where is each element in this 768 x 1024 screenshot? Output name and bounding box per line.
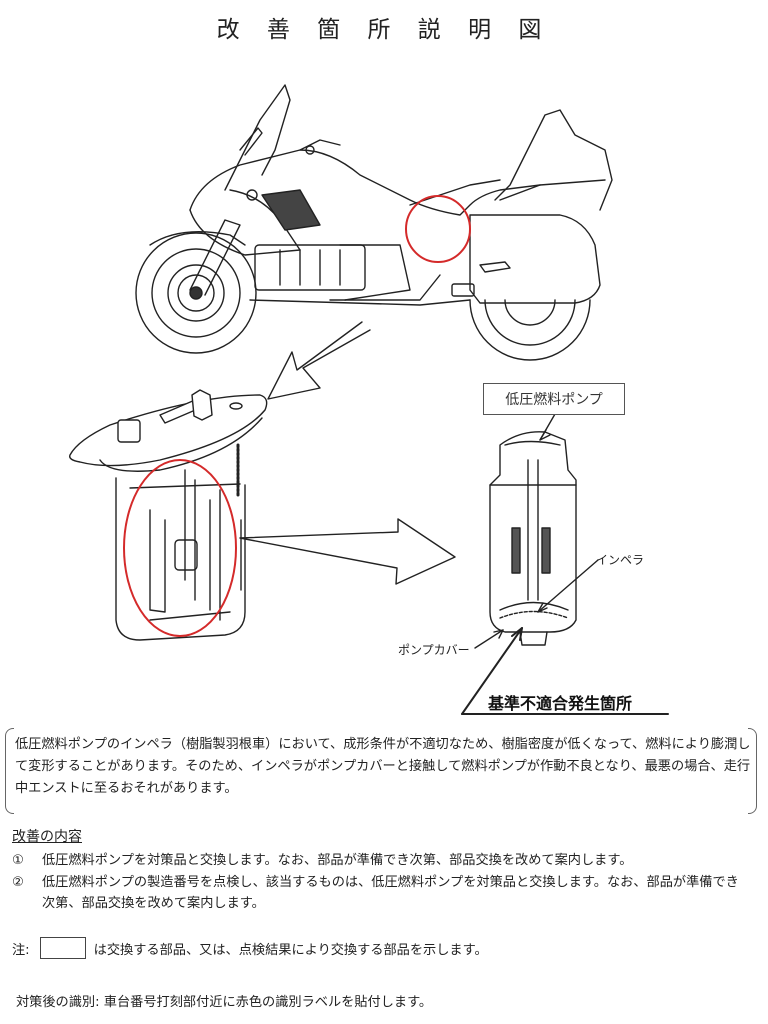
page-title: 改 善 箇 所 説 明 図 bbox=[216, 17, 552, 43]
part-label-box: 低圧燃料ポンプ bbox=[483, 383, 625, 415]
description-box: 低圧燃料ポンプのインペラ（樹脂製羽根車）において、成形条件が不適切なため、樹脂密… bbox=[5, 728, 757, 814]
note-text: は交換する部品、又は、点検結果により交換する部品を示します。 bbox=[93, 942, 488, 958]
remedy-item-text: 低圧燃料ポンプの製造番号を点検し、該当するものは、低圧燃料ポンプを対策品と交換し… bbox=[42, 875, 739, 911]
note-prefix: 注: bbox=[12, 942, 30, 958]
remedy-item-marker: ② bbox=[12, 875, 24, 890]
note: 注: は交換する部品、又は、点検結果により交換する部品を示します。 bbox=[12, 937, 488, 959]
motorcycle-illustration bbox=[135, 84, 613, 361]
remedy-item-marker: ① bbox=[12, 853, 24, 868]
remedy-item: ① 低圧燃料ポンプを対策品と交換します。なお、部品が準備でき次第、部品交換を改めて… bbox=[12, 850, 742, 871]
identification-text: 対策後の識別: 車台番号打刻部付近に赤色の識別ラベルを貼付します。 bbox=[16, 995, 433, 1010]
replacement-part-swatch bbox=[39, 937, 86, 959]
callout-impeller: インペラ bbox=[596, 553, 645, 567]
fuel-pump-assembly-illustration bbox=[69, 389, 268, 641]
pump-highlight-ellipse bbox=[123, 459, 237, 637]
remedy-heading: 改善の内容 bbox=[12, 829, 82, 845]
diagram-figure bbox=[69, 84, 669, 715]
bracket-left bbox=[5, 728, 14, 814]
description-text: 低圧燃料ポンプのインペラ（樹脂製羽根車）において、成形条件が不適切なため、樹脂密… bbox=[15, 737, 751, 796]
remedy-item: ② 低圧燃料ポンプの製造番号を点検し、該当するものは、低圧燃料ポンプを対策品と交換… bbox=[12, 872, 742, 914]
arrow-right-icon bbox=[239, 518, 456, 585]
low-pressure-fuel-pump-illustration bbox=[489, 431, 577, 646]
callout-pump-cover: ポンプカバー bbox=[398, 643, 470, 657]
motorcycle-highlight-circle bbox=[405, 195, 471, 263]
remedy-item-text: 低圧燃料ポンプを対策品と交換します。なお、部品が準備でき次第、部品交換を改めて案… bbox=[42, 853, 633, 868]
arrow-down-left-icon bbox=[267, 321, 371, 400]
callout-defect-location: 基準不適合発生箇所 bbox=[488, 694, 633, 713]
